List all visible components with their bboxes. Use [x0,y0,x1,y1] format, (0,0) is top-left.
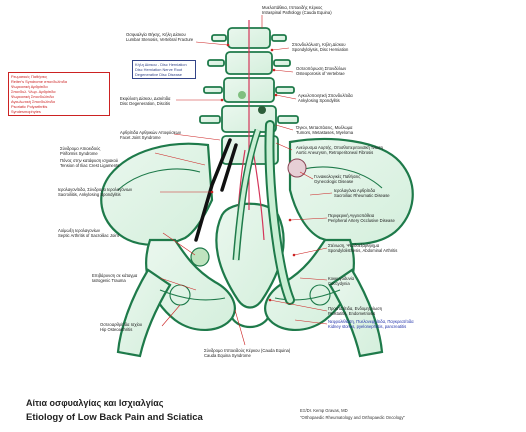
title-greek: Αίτια οσφυαλγίας και Ισχιαλγίας [26,398,164,408]
author-credit: ΕΞ/Dr. Kemp Gravas, MD [300,408,348,413]
label-cauda-equina: Σύνδρομο Ιπποειδούς Κέρκου (Cauda Equina… [204,348,290,358]
disc-herniation-box: Κήλη Δίσκου - Disc Herniation Disc Herni… [132,60,196,79]
label-aorta: Ανεύρυσμα Αορτής, Οπισθοπεριτοναϊκή Ίνωσ… [296,145,383,155]
rheumatic-disease-box: Ρευματικές Παθήσεις Reiter's Syndrome σπ… [8,72,110,116]
source-credit: "Orthopaedic Rheumatology and Orthopaedi… [300,415,405,420]
label-visceral: Νεφρολιθίαση, Πυελονεφρίτιδα, Παγκρεατίτ… [328,319,414,329]
title-english: Etiology of Low Back Pain and Sciatica [26,412,203,423]
